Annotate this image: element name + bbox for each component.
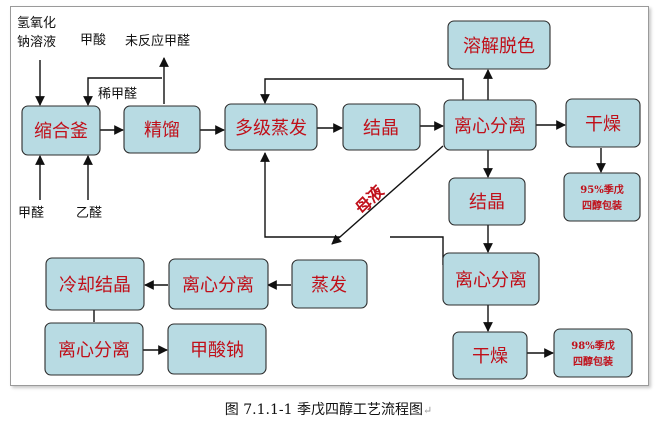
figure-caption: 图 7.1.1-1 季戊四醇工艺流程图↵ bbox=[0, 399, 657, 419]
input-acetaldehyde: 乙醛 bbox=[76, 205, 102, 221]
arrow-dissolve-return bbox=[260, 78, 464, 104]
node-centrifuge-1-label: 离心分离 bbox=[454, 116, 526, 137]
node-cool-crystallize: 冷却结晶 bbox=[45, 257, 145, 311]
node-pack-95: 95%季戊 四醇包装 bbox=[563, 172, 641, 222]
node-crystallize-2-label: 结晶 bbox=[469, 192, 505, 213]
node-dissolve: 溶解脱色 bbox=[447, 20, 551, 70]
node-sodium-formate: 甲酸钠 bbox=[167, 323, 267, 375]
node-pack-98: 98%季戊 四醇包装 bbox=[553, 328, 633, 378]
label-mother-liquor: 母液 bbox=[351, 181, 388, 218]
node-pack-95-line1: 95%季戊 bbox=[580, 183, 623, 196]
arrow-dilute-formaldehyde bbox=[83, 77, 162, 106]
paragraph-mark: ↵ bbox=[422, 404, 433, 417]
node-dry-1: 干燥 bbox=[565, 98, 641, 148]
node-centrifuge-4-label: 离心分离 bbox=[58, 340, 130, 361]
node-evaporate: 蒸发 bbox=[291, 259, 368, 309]
node-pack-98-line2: 四醇包装 bbox=[573, 355, 613, 368]
node-centrifuge-2: 离心分离 bbox=[442, 252, 540, 306]
node-pack-95-line2: 四醇包装 bbox=[582, 199, 622, 212]
node-crystallize-1: 结晶 bbox=[342, 103, 421, 151]
node-cool-crystallize-label: 冷却结晶 bbox=[59, 275, 131, 296]
node-pack-98-line1: 98%季戊 bbox=[571, 339, 614, 352]
node-rectify: 精馏 bbox=[123, 105, 201, 154]
node-dry-1-label: 干燥 bbox=[585, 114, 621, 135]
node-condenser: 缩合釜 bbox=[21, 105, 101, 156]
input-formic-acid: 甲酸 bbox=[80, 33, 106, 48]
label-dilute-formaldehyde: 稀甲醛 bbox=[98, 86, 137, 102]
arrow-mother-liquor bbox=[331, 145, 444, 245]
node-centrifuge-1: 离心分离 bbox=[443, 99, 537, 151]
node-centrifuge-2-label: 离心分离 bbox=[455, 270, 527, 291]
input-naoh-line1: 氢氧化 bbox=[17, 16, 56, 31]
node-condenser-label: 缩合釜 bbox=[34, 121, 88, 142]
node-centrifuge-3: 离心分离 bbox=[168, 258, 269, 310]
node-sodium-formate-label: 甲酸钠 bbox=[190, 340, 244, 361]
node-centrifuge-3-label: 离心分离 bbox=[182, 275, 254, 296]
connectors bbox=[35, 57, 606, 358]
arrow-mother-return bbox=[260, 152, 340, 238]
node-dry-2-label: 干燥 bbox=[472, 346, 508, 367]
node-centrifuge-4: 离心分离 bbox=[44, 322, 144, 376]
input-formaldehyde: 甲醛 bbox=[18, 205, 44, 221]
output-unreacted-formaldehyde: 未反应甲醛 bbox=[125, 33, 190, 49]
figure-caption-text: 图 7.1.1-1 季戊四醇工艺流程图 bbox=[224, 402, 423, 418]
input-naoh-line2: 钠溶液 bbox=[17, 35, 56, 50]
node-crystallize-1-label: 结晶 bbox=[363, 118, 399, 139]
node-dissolve-label: 溶解脱色 bbox=[463, 36, 535, 57]
line-centrifuge2-mother bbox=[390, 236, 444, 265]
node-evaporate-label: 蒸发 bbox=[311, 275, 347, 296]
node-dry-2: 干燥 bbox=[452, 331, 528, 380]
node-evaporate-multi-label: 多级蒸发 bbox=[235, 118, 307, 139]
node-evaporate-multi: 多级蒸发 bbox=[224, 103, 318, 151]
node-rectify-label: 精馏 bbox=[144, 120, 180, 141]
node-crystallize-2: 结晶 bbox=[448, 177, 526, 226]
